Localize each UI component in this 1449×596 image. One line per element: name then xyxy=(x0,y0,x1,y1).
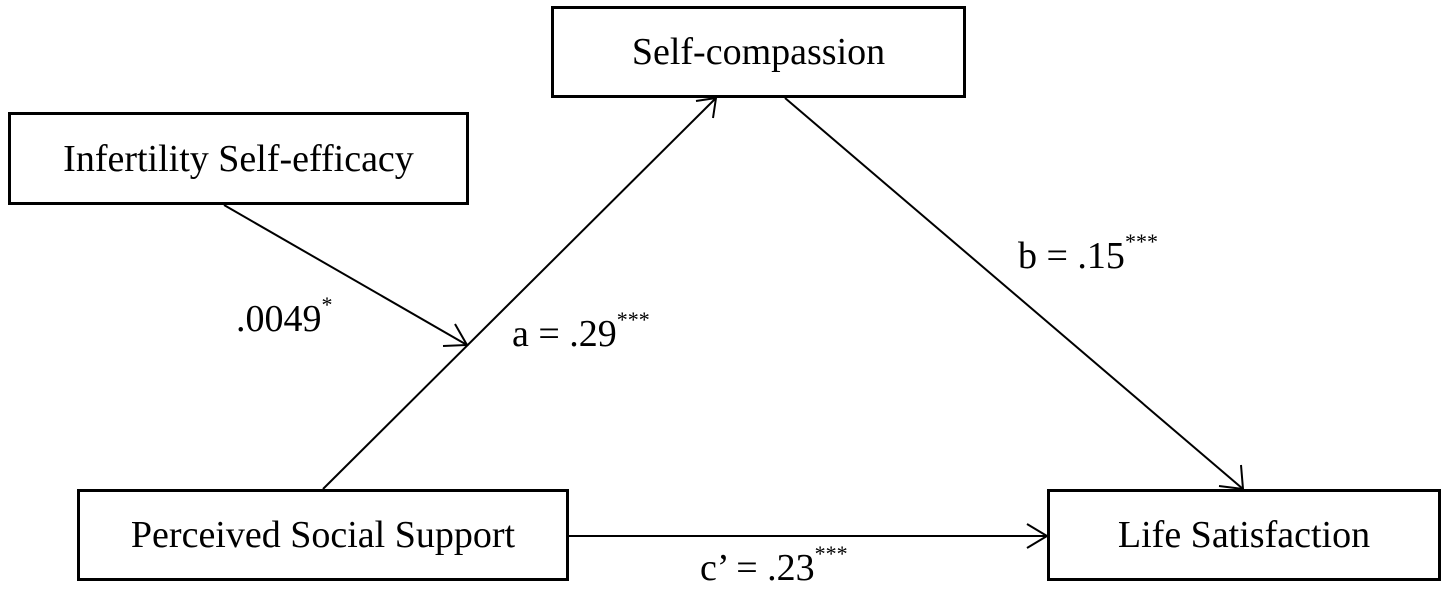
perceived-social-support-node: Perceived Social Support xyxy=(77,489,569,581)
c-prime-path-significance: *** xyxy=(814,541,848,566)
a-path-coefficient-value: a = .29 xyxy=(512,313,617,355)
arrow-moderation-path xyxy=(223,204,468,346)
moderation-coefficient-value: .0049 xyxy=(236,298,322,340)
life-satisfaction-label: Life Satisfaction xyxy=(1117,514,1371,556)
arrow-a-path xyxy=(322,97,717,490)
arrowhead-a xyxy=(695,96,718,119)
b-path-coefficient-value: b = .15 xyxy=(1018,235,1125,277)
c-prime-path-coefficient: c’ = .23*** xyxy=(700,543,848,589)
moderation-coefficient: .0049* xyxy=(236,294,333,340)
life-satisfaction-node: Life Satisfaction xyxy=(1047,489,1441,581)
arrow-b-path xyxy=(784,97,1244,490)
arrowhead-moderation xyxy=(442,323,469,347)
a-path-significance: *** xyxy=(616,307,650,332)
moderation-significance: * xyxy=(321,292,333,317)
b-path-significance: *** xyxy=(1124,229,1158,254)
self-compassion-node: Self-compassion xyxy=(551,6,966,98)
b-path-coefficient: b = .15*** xyxy=(1018,231,1158,277)
a-path-coefficient: a = .29*** xyxy=(512,309,650,355)
c-prime-path-coefficient-value: c’ = .23 xyxy=(700,547,815,589)
self-compassion-label: Self-compassion xyxy=(631,31,886,73)
infertility-self-efficacy-label: Infertility Self-efficacy xyxy=(63,137,414,180)
perceived-social-support-label: Perceived Social Support xyxy=(130,514,516,556)
infertility-self-efficacy-node: Infertility Self-efficacy xyxy=(8,112,469,205)
